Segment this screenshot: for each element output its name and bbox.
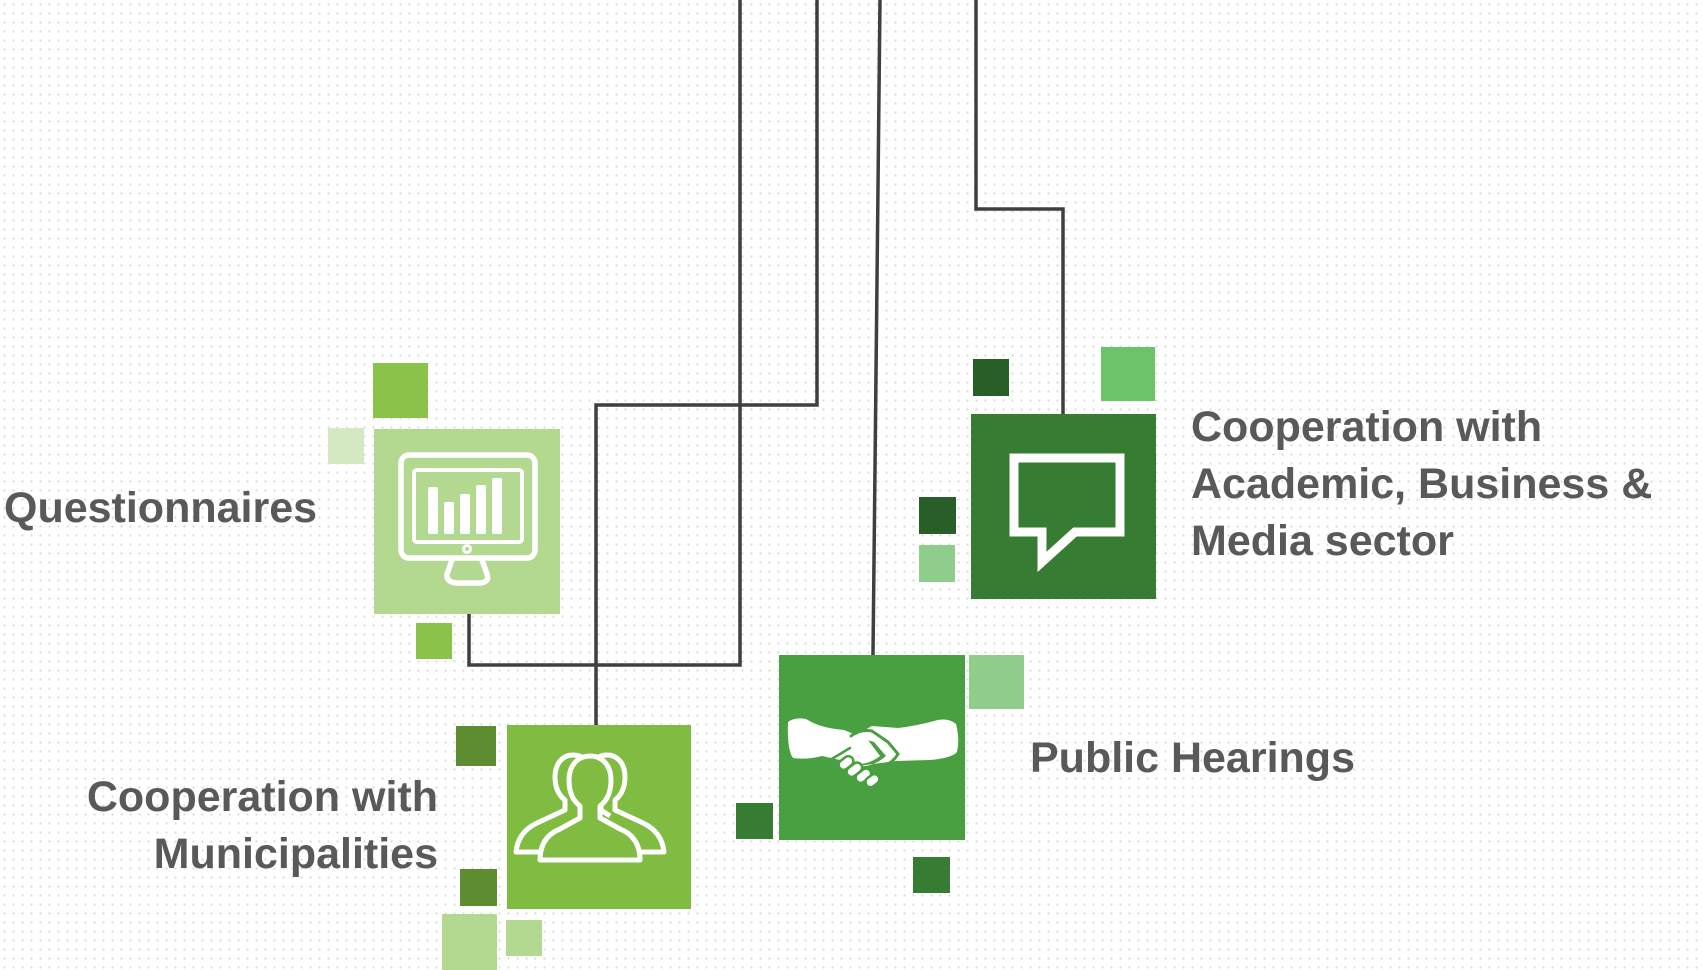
academic-label: Cooperation with Academic, Business & Me… (1191, 399, 1652, 570)
academic-label-line-2: Academic, Business & (1191, 460, 1653, 508)
deco-square (919, 545, 955, 582)
questionnaires-label: Questionnaires (4, 480, 317, 537)
deco-square (1101, 347, 1155, 401)
deco-square (456, 726, 496, 766)
academic-tile (971, 414, 1156, 599)
connector-municipalities (594, 0, 819, 725)
deco-square (919, 497, 956, 534)
deco-square (442, 914, 497, 970)
questionnaires-label-text: Questionnaires (4, 484, 318, 532)
municipalities-label: Cooperation with Municipalities (87, 769, 438, 883)
connector-questionnaires (467, 0, 742, 667)
node-public-hearings (736, 655, 1024, 893)
deco-square (328, 428, 364, 464)
deco-square (373, 363, 428, 418)
connectors (467, 0, 1065, 725)
node-municipalities (442, 725, 691, 970)
academic-label-line-3: Media sector (1191, 517, 1454, 565)
deco-square (460, 869, 497, 906)
user-group-icon (513, 752, 667, 863)
connector-academic (974, 0, 1065, 415)
deco-square (973, 359, 1009, 396)
public-hearings-label: Public Hearings (1030, 730, 1355, 787)
node-questionnaires (328, 363, 560, 659)
academic-label-line-1: Cooperation with (1191, 403, 1543, 451)
handshake-icon (787, 718, 959, 789)
deco-square (506, 920, 542, 956)
deco-square (969, 655, 1024, 709)
connector-public-hearings (871, 0, 882, 656)
municipalities-label-line-2: Municipalities (153, 830, 438, 878)
node-academic (919, 347, 1156, 599)
speech-bubble-icon (1009, 453, 1125, 573)
deco-square (416, 623, 452, 659)
deco-square (736, 803, 773, 839)
monitor-bar-chart-icon (398, 452, 538, 586)
municipalities-label-line-1: Cooperation with (86, 773, 438, 821)
deco-square (913, 857, 950, 893)
public-hearings-label-text: Public Hearings (1030, 734, 1355, 782)
